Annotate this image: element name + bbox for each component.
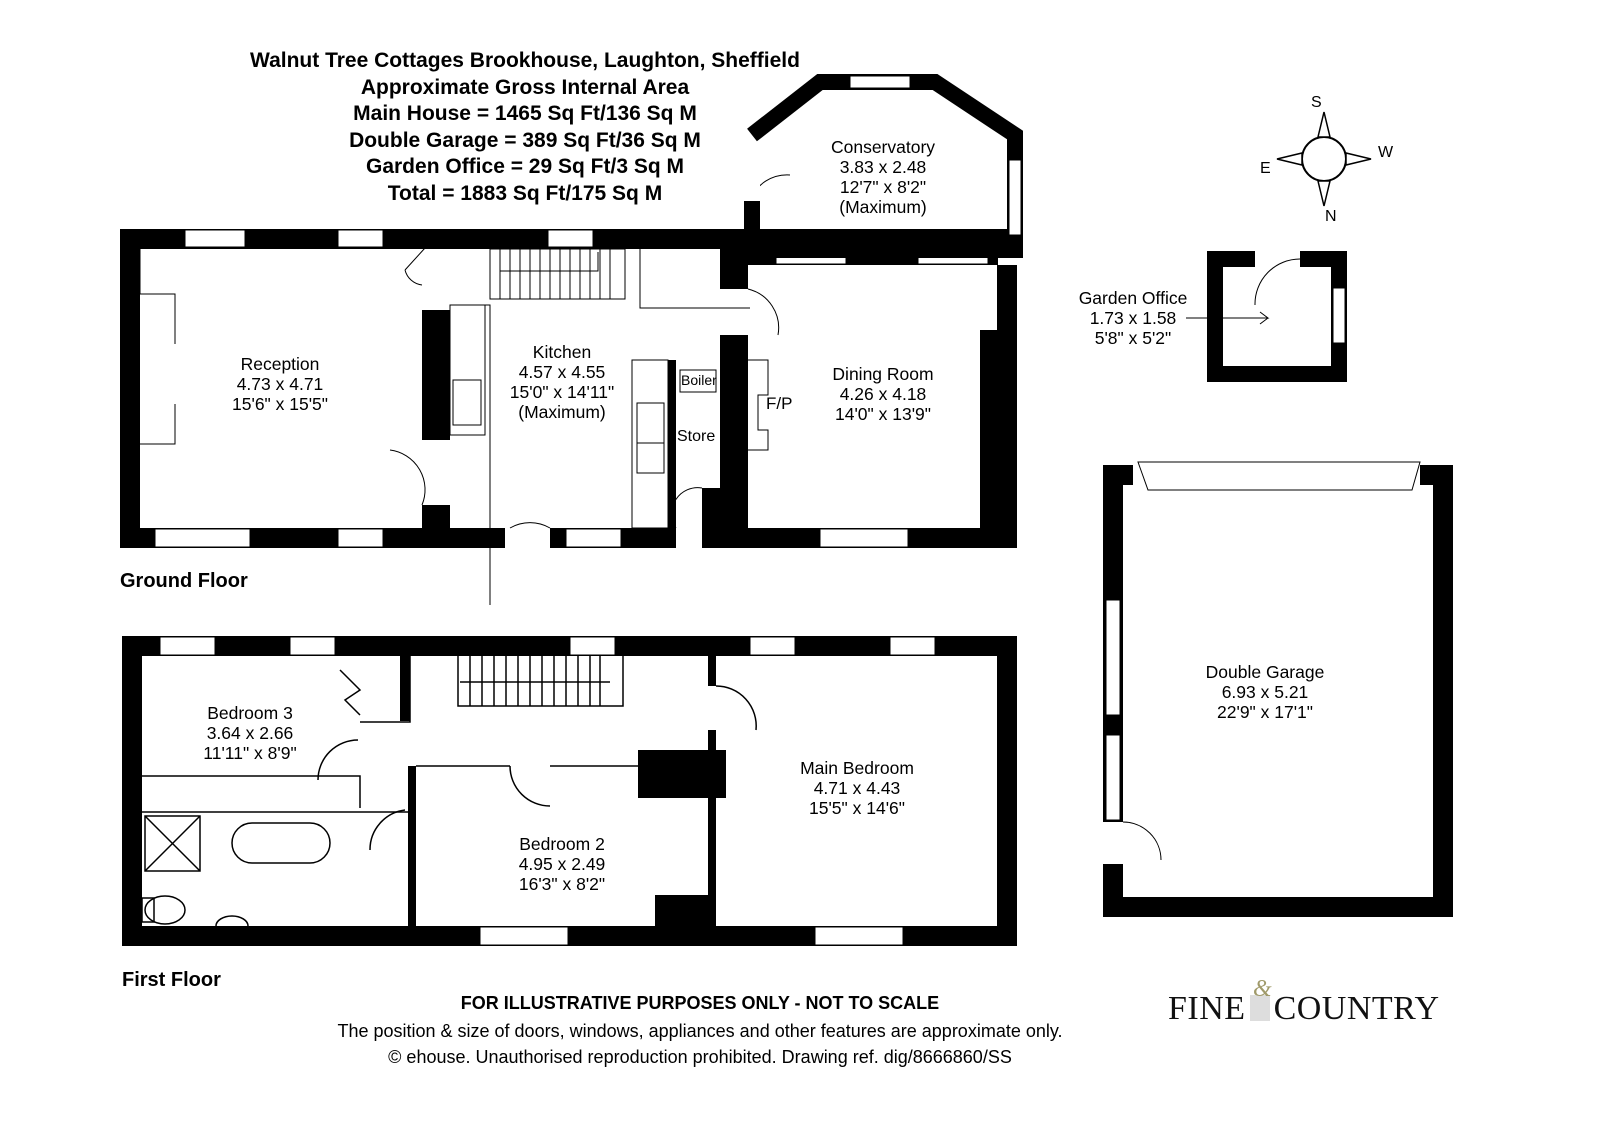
garage-walls <box>1100 461 1453 917</box>
area-double-garage: Double Garage = 389 Sq Ft/36 Sq M <box>349 128 701 152</box>
ground-stairs <box>129 174 791 605</box>
fireplace-label: F/P <box>766 394 793 413</box>
copyright: © ehouse. Unauthorised reproduction proh… <box>388 1047 1012 1067</box>
compass-icon <box>1276 111 1372 207</box>
boiler-label: Boiler <box>681 372 717 388</box>
disclaimer: FOR ILLUSTRATIVE PURPOSES ONLY - NOT TO … <box>460 993 940 1013</box>
first-floor-windows <box>159 636 936 946</box>
fine-country-logo: FINE&COUNTRY <box>1168 976 1440 1027</box>
compass-n: N <box>1325 208 1337 225</box>
property-title: Walnut Tree Cottages Brookhouse, Laughto… <box>250 49 800 72</box>
conservatory-walls <box>744 74 1023 258</box>
compass-e: E <box>1260 160 1271 177</box>
area-heading: Approximate Gross Internal Area <box>360 75 690 99</box>
ground-floor-label: Ground Floor <box>120 570 248 592</box>
area-main-house: Main House = 1465 Sq Ft/136 Sq M <box>353 102 697 125</box>
garden-office-walls <box>1186 251 1347 382</box>
first-floor-lines <box>141 656 757 937</box>
footer-note: The position & size of doors, windows, a… <box>337 1021 1063 1041</box>
compass-w: W <box>1378 144 1394 161</box>
compass-s: S <box>1311 94 1322 111</box>
area-garden-office: Garden Office = 29 Sq Ft/3 Sq M <box>366 155 684 178</box>
area-total: Total = 1883 Sq Ft/175 Sq M <box>387 181 663 205</box>
first-floor-label: First Floor <box>122 969 221 991</box>
store-label: Store <box>677 428 716 445</box>
header: Walnut Tree Cottages Brookhouse, Laughto… <box>140 48 910 207</box>
